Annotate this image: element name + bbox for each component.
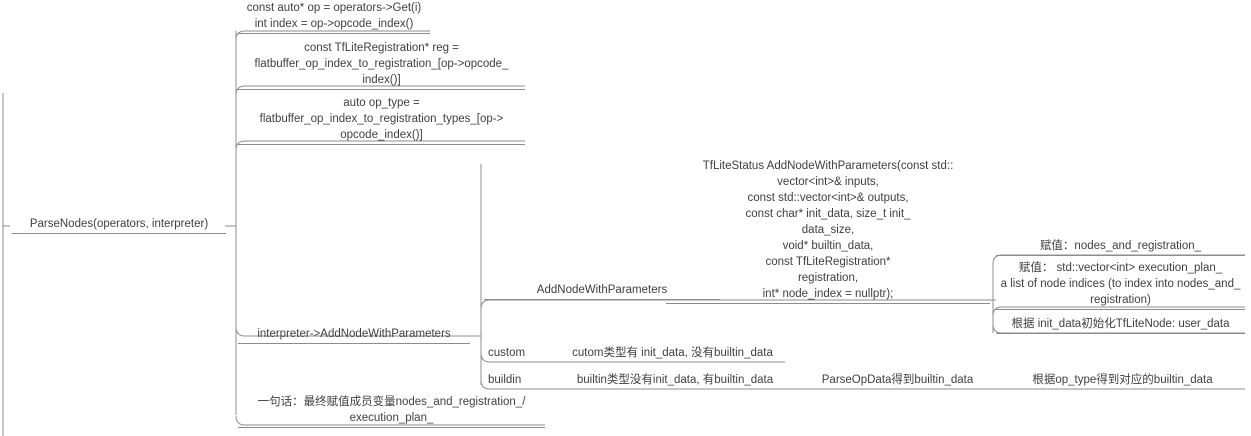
topic-custom-desc[interactable]: cutom类型有 init_data, 没有builtin_data (572, 347, 773, 359)
topic-buildin-desc[interactable]: builtin类型没有init_data, 有builtin_data (576, 374, 774, 386)
topic-op-get[interactable]: const auto* op = operators->Get(i) int i… (238, 0, 430, 34)
topic-addnodewithparameters-label[interactable]: AddNodeWithParameters (484, 282, 720, 300)
topic-custom-label[interactable]: custom (488, 347, 526, 359)
topic-assign-execution-plan[interactable]: 赋值： std::vector<int> execution_plan_ a l… (996, 260, 1245, 310)
topic-init-user-data[interactable]: 根据 init_data初始化TfLiteNode: user_data (996, 316, 1245, 334)
topic-buildin-label[interactable]: buildin (488, 374, 522, 386)
topic-parse-op-data[interactable]: ParseOpData得到builtin_data (821, 374, 974, 386)
topic-op-type-builtin-data[interactable]: 根据op_type得到对应的builtin_data (1032, 374, 1213, 386)
topic-op-type[interactable]: auto op_type = flatbuffer_op_index_to_re… (238, 95, 525, 145)
topic-addnode-signature[interactable]: TfLiteStatus AddNodeWithParameters(const… (666, 158, 990, 304)
topic-summary[interactable]: 一句话：最终赋值成员变量nodes_and_registration_/ exe… (238, 394, 545, 428)
topic-root[interactable]: ParseNodes(operators, interpreter) (12, 216, 226, 234)
topic-assign-nodes-and-registration[interactable]: 赋值：nodes_and_registration_ (996, 238, 1245, 256)
topic-registration-lookup[interactable]: const TfLiteRegistration* reg = flatbuff… (238, 40, 525, 90)
topic-interpreter-addnode[interactable]: interpreter->AddNodeWithParameters (238, 326, 470, 344)
